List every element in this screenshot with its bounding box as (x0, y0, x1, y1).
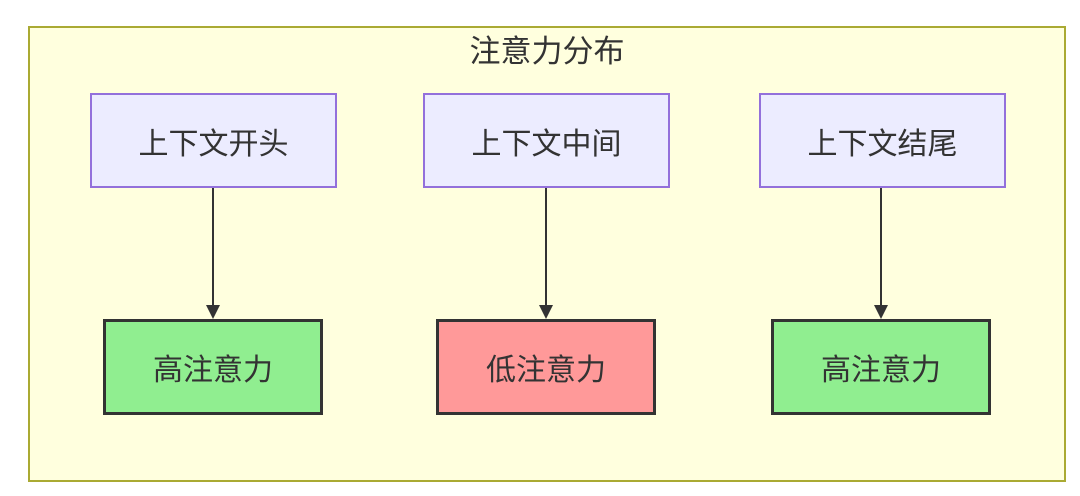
node-context-start-label: 上下文开头 (138, 127, 289, 161)
node-context-start: 上下文开头 (90, 93, 337, 188)
diagram-title: 注意力分布 (469, 34, 625, 69)
edge-arrow-down-1 (203, 188, 223, 319)
node-high-attention-2: 高注意力 (771, 319, 991, 415)
node-context-end: 上下文结尾 (759, 93, 1006, 188)
node-high-attention-1: 高注意力 (103, 319, 323, 415)
edge-arrow-down-2 (536, 188, 556, 319)
node-low-attention-label: 低注意力 (486, 354, 606, 387)
node-high-attention-2-label: 高注意力 (821, 354, 941, 387)
node-context-middle: 上下文中间 (423, 93, 670, 188)
node-context-middle-label: 上下文中间 (471, 127, 622, 161)
node-high-attention-1-label: 高注意力 (153, 354, 273, 387)
edge-arrow-down-3 (871, 188, 891, 319)
node-context-end-label: 上下文结尾 (807, 127, 958, 161)
node-low-attention: 低注意力 (436, 319, 656, 415)
